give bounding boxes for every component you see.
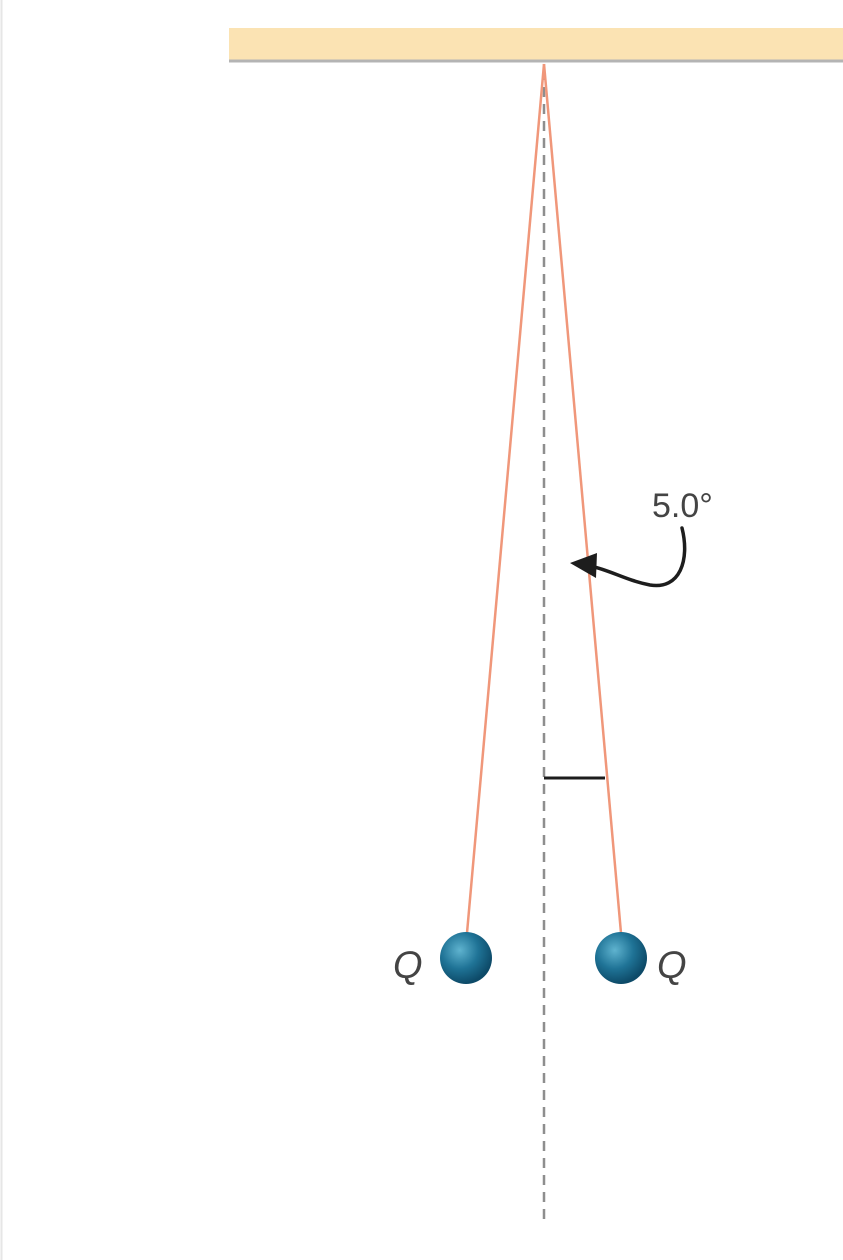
left-charged-sphere	[440, 932, 492, 984]
left-string	[465, 63, 546, 934]
left-charge-label: Q	[393, 945, 423, 987]
ceiling-support	[229, 28, 843, 63]
right-string	[542, 63, 623, 934]
angle-arrow	[570, 526, 687, 588]
ceiling-bar	[229, 28, 843, 60]
right-charged-sphere	[595, 932, 647, 984]
right-charge-label: Q	[657, 945, 687, 987]
angle-label: 5.0°	[652, 487, 713, 525]
